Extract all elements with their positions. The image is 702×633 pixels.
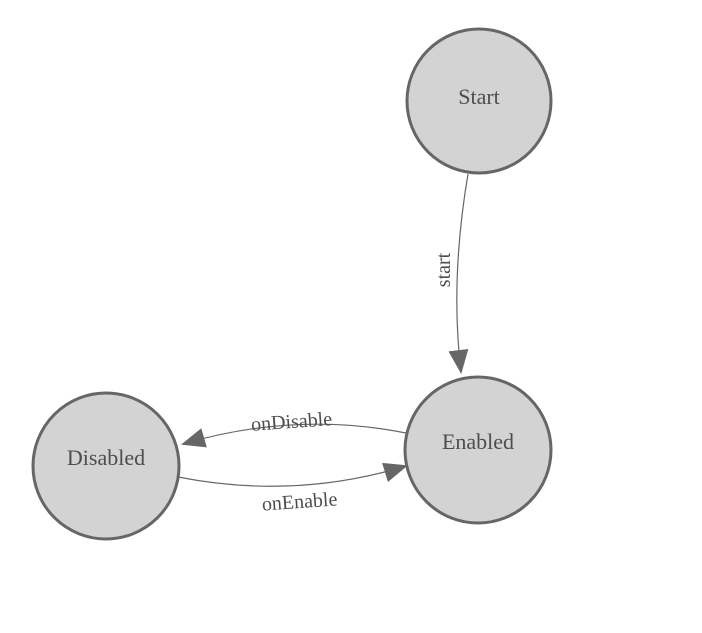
state-node-enabled[interactable]: Enabled [403, 375, 553, 525]
state-node-label: Disabled [67, 445, 145, 470]
edge-label-ondisable: onDisable [250, 408, 333, 436]
state-node-disabled[interactable]: Disabled [31, 391, 181, 541]
state-node-label: Enabled [442, 429, 514, 454]
state-node-disabled-circle [31, 391, 181, 541]
edge-disabled-to-enabled [177, 462, 408, 487]
state-node-label: Start [458, 84, 500, 109]
edge-label-onenable: onEnable [261, 488, 338, 515]
edge-label-start: start [433, 252, 455, 287]
state-node-start[interactable]: Start [405, 27, 553, 175]
edge-start-to-enabled [448, 173, 469, 374]
edge-enabled-to-disabled [181, 423, 407, 448]
state-node-enabled-circle [403, 375, 553, 525]
state-node-start-circle [405, 27, 553, 175]
